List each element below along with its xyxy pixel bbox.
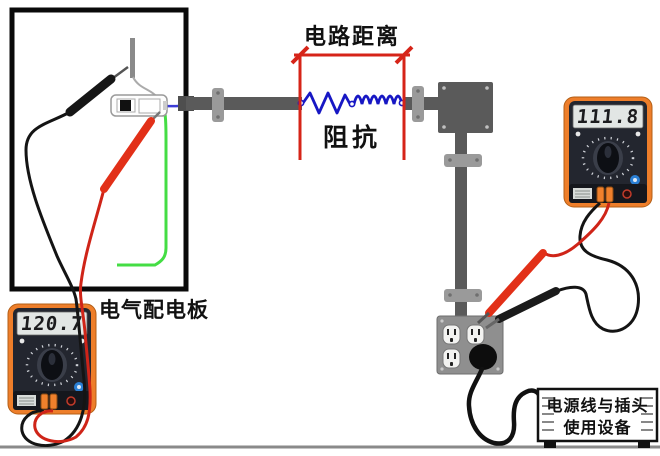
conduit-bracket-right bbox=[412, 86, 424, 122]
left-red-lead bbox=[33, 188, 106, 444]
conduit-bracket-left bbox=[212, 88, 224, 122]
right-black-probe-tip bbox=[485, 317, 500, 330]
impedance-label: 阻抗 bbox=[322, 124, 381, 152]
device-vents bbox=[542, 397, 653, 431]
vertical-conduit bbox=[455, 133, 467, 318]
right-black-probe bbox=[495, 287, 560, 323]
outlet-receptacle-top-left bbox=[442, 324, 461, 345]
dimension-annotation bbox=[290, 45, 414, 160]
ground-rod bbox=[130, 38, 135, 78]
resistor-coil bbox=[352, 94, 404, 105]
device-box bbox=[536, 387, 659, 448]
breaker-toggle bbox=[120, 100, 131, 111]
right-meter-reading: 111.8 bbox=[575, 106, 641, 128]
circuit-breaker bbox=[110, 94, 168, 117]
left-meter-reading: 120.7 bbox=[19, 313, 85, 335]
outlet-receptacle-top-right bbox=[466, 324, 485, 345]
power-cord bbox=[466, 366, 542, 446]
right-red-lead bbox=[542, 202, 611, 258]
distribution-panel-label: 电气配电板 bbox=[99, 299, 209, 322]
right-red-probe bbox=[485, 249, 547, 317]
device-label-line1: 电源线与插头 bbox=[546, 398, 649, 415]
left-black-probe bbox=[65, 74, 116, 117]
right-black-lead bbox=[556, 201, 640, 333]
resistor-node-mid bbox=[348, 100, 356, 108]
conduit-strap-bottom bbox=[444, 289, 482, 302]
left-black-lead bbox=[20, 110, 87, 447]
power-plug bbox=[469, 344, 497, 370]
left-red-probe bbox=[100, 117, 155, 193]
conduit-strap-top bbox=[444, 154, 482, 167]
device-foot-right bbox=[638, 441, 650, 448]
conduit-left bbox=[186, 97, 302, 110]
circuit-distance-label: 电路距离 bbox=[303, 24, 400, 49]
ground-wire-green bbox=[117, 113, 168, 267]
distribution-panel-box bbox=[9, 7, 189, 292]
right-red-probe-tip bbox=[476, 311, 491, 325]
outlet-receptacle-bottom-left bbox=[442, 348, 461, 369]
junction-box bbox=[438, 82, 493, 133]
resistor-zigzag bbox=[301, 91, 352, 115]
device-foot-left bbox=[544, 441, 556, 448]
device-label-line2: 使用设备 bbox=[563, 420, 632, 437]
